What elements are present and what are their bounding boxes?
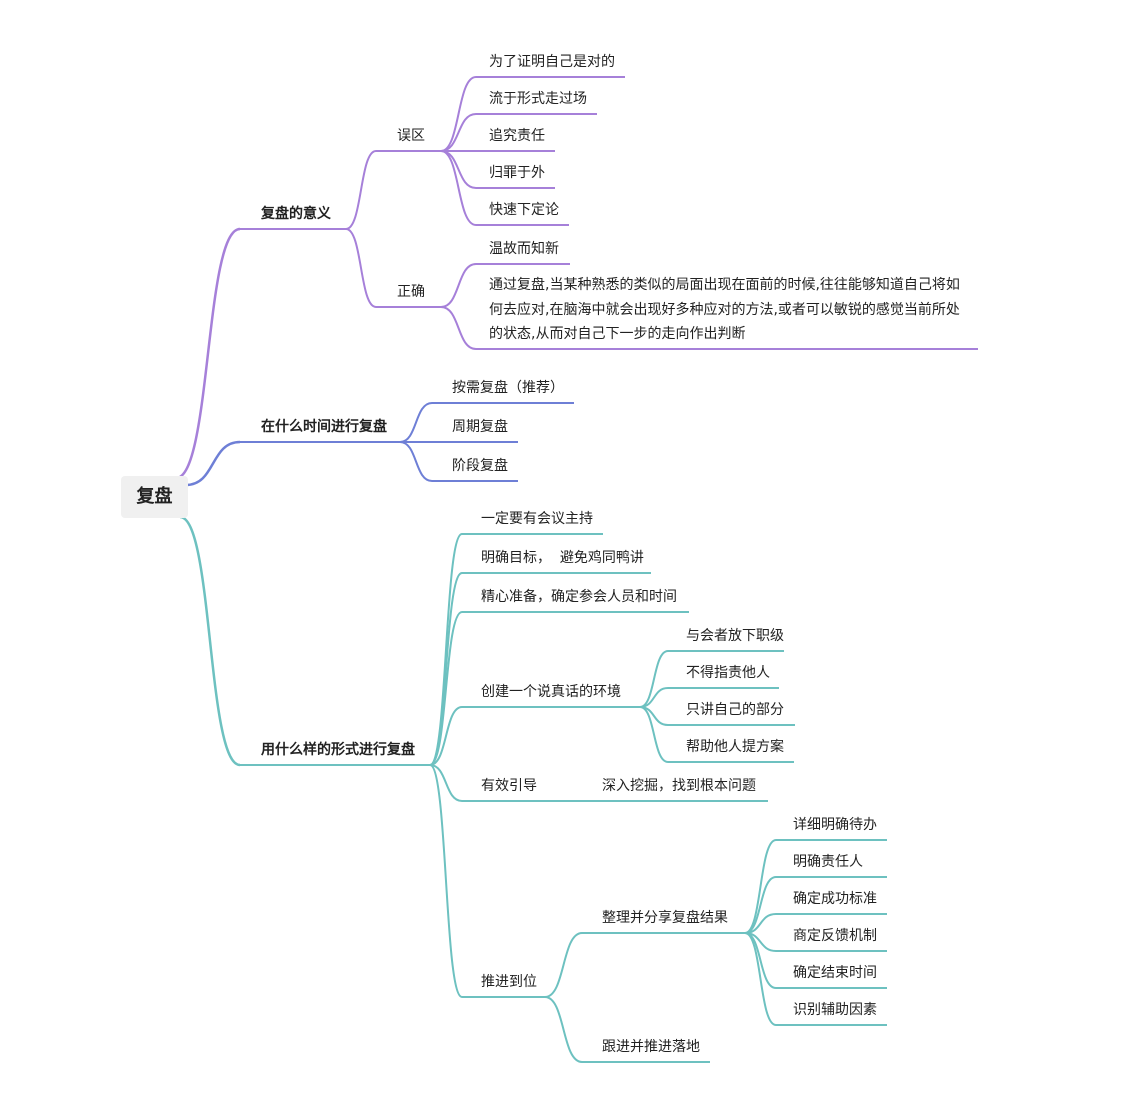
- edge-format-guide: [429, 764, 463, 802]
- edge-share-1: [744, 839, 777, 934]
- branch-format-label[interactable]: 用什么样的形式进行复盘: [261, 742, 415, 758]
- edge-pitfall-2: [440, 113, 477, 152]
- edge-env-4: [639, 706, 669, 763]
- edge-push-follow: [544, 996, 583, 1063]
- share-item-5[interactable]: 确定结束时间: [793, 965, 877, 981]
- edge-meaning-pitfalls: [345, 150, 377, 230]
- node-environment-label[interactable]: 创建一个说真话的环境: [481, 684, 621, 700]
- edge-root-format: [179, 515, 241, 767]
- edge-push-share: [544, 932, 583, 998]
- edge-timing-3: [399, 441, 433, 482]
- format-item-2[interactable]: 明确目标， 避免鸡同鸭讲: [481, 550, 644, 566]
- env-item-2[interactable]: 不得指责他人: [686, 665, 770, 681]
- env-item-3[interactable]: 只讲自己的部分: [686, 702, 784, 718]
- timing-item-2[interactable]: 周期复盘: [452, 419, 508, 435]
- root-node[interactable]: [121, 476, 188, 518]
- edge-share-6: [744, 932, 777, 1026]
- correct-item-2[interactable]: 通过复盘,当某种熟悉的类似的局面出现在面前的时候,往往能够知道自己将如何去应对,…: [489, 277, 960, 342]
- timing-item-1[interactable]: 按需复盘（推荐）: [452, 380, 564, 396]
- pitfall-item-4[interactable]: 归罪于外: [489, 165, 545, 181]
- node-share-label[interactable]: 整理并分享复盘结果: [602, 910, 728, 926]
- env-item-1[interactable]: 与会者放下职级: [686, 628, 784, 644]
- edge-format-push: [429, 764, 463, 998]
- correct-item-1[interactable]: 温故而知新: [489, 241, 559, 257]
- share-item-2[interactable]: 明确责任人: [793, 854, 863, 870]
- edge-pitfall-4: [440, 150, 477, 189]
- guide-item-1[interactable]: 深入挖掘，找到根本问题: [602, 778, 756, 794]
- pitfall-item-1[interactable]: 为了证明自己是对的: [489, 54, 615, 70]
- edge-pitfall-1: [440, 76, 477, 152]
- root-node-label: 复盘: [136, 486, 173, 507]
- branch-timing-label[interactable]: 在什么时间进行复盘: [261, 419, 387, 435]
- edge-pitfall-5: [440, 150, 477, 226]
- edge-root-meaning: [175, 227, 241, 480]
- edge-correct-1: [440, 263, 477, 308]
- format-item-3[interactable]: 精心准备，确定参会人员和时间: [481, 589, 677, 605]
- edge-format-item-1: [429, 533, 463, 766]
- edge-meaning-correct: [345, 228, 377, 308]
- edge-format-environment: [429, 706, 463, 766]
- node-follow-label[interactable]: 跟进并推进落地: [602, 1039, 700, 1055]
- timing-item-3[interactable]: 阶段复盘: [452, 458, 508, 474]
- share-item-6[interactable]: 识别辅助因素: [793, 1002, 877, 1018]
- edge-timing-1: [399, 402, 433, 443]
- edge-format-item-3: [429, 611, 463, 766]
- edge-correct-2: [440, 306, 477, 350]
- share-item-3[interactable]: 确定成功标准: [793, 891, 877, 907]
- node-guide-label[interactable]: 有效引导: [481, 778, 537, 794]
- pitfall-item-2[interactable]: 流于形式走过场: [489, 91, 587, 107]
- pitfall-item-5[interactable]: 快速下定论: [489, 202, 559, 218]
- env-item-4[interactable]: 帮助他人提方案: [686, 739, 784, 755]
- node-push-label[interactable]: 推进到位: [481, 974, 537, 990]
- share-item-1[interactable]: 详细明确待办: [793, 817, 877, 833]
- branch-meaning-label[interactable]: 复盘的意义: [261, 206, 331, 222]
- format-item-1[interactable]: 一定要有会议主持: [481, 511, 593, 527]
- node-correct-label[interactable]: 正确: [397, 284, 425, 300]
- edge-root-timing: [185, 440, 241, 487]
- node-pitfalls-label[interactable]: 误区: [397, 128, 425, 144]
- pitfall-item-3[interactable]: 追究责任: [489, 128, 545, 144]
- share-item-4[interactable]: 商定反馈机制: [793, 928, 877, 944]
